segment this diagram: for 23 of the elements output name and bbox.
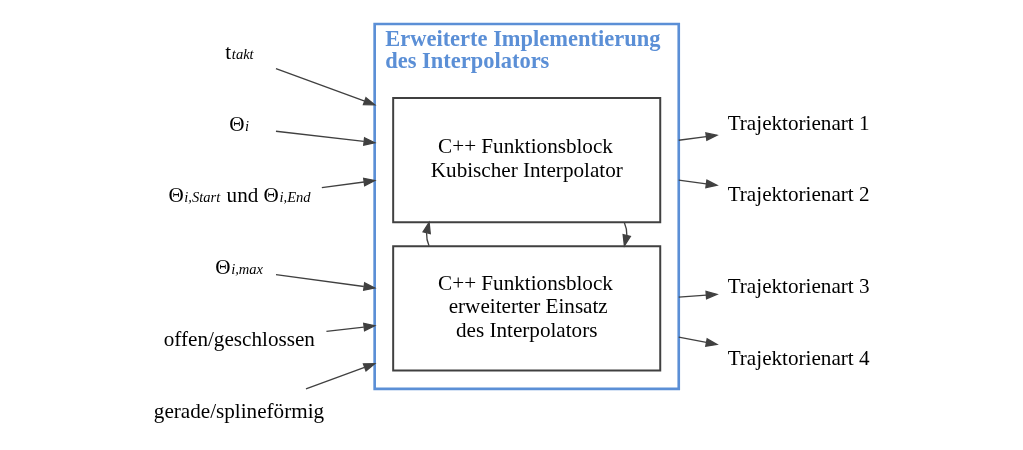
arrow [305, 363, 377, 390]
arrow [321, 177, 377, 189]
node-text: Trajektorienart 1 [727, 110, 870, 135]
node-text: ttakt [225, 40, 254, 65]
node-text: Θi [229, 111, 250, 136]
arrow [275, 130, 377, 146]
node-text: gerade/splineförmig [153, 398, 325, 423]
node-text: Θi,Start und Θi,End [168, 183, 311, 208]
arrow [422, 220, 431, 247]
node-text: Trajektorienart 3 [727, 274, 870, 299]
node-box: C++ Funktionsblock erweiterter Einsatz des Interpolators [392, 245, 662, 372]
arrow [678, 179, 719, 189]
arrow [678, 132, 719, 142]
arrow [678, 336, 719, 347]
arrow [275, 67, 377, 106]
arrow [275, 274, 377, 292]
arrow [325, 322, 377, 333]
node-text: Trajektorienart 2 [727, 181, 870, 206]
node-text: Θi,max [215, 254, 264, 279]
node-box: C++ Funktionsblock Kubischer Interpolator [392, 97, 662, 224]
arrow [678, 290, 719, 300]
node-text: offen/geschlossen [163, 327, 315, 352]
node-text: Trajektorienart 4 [727, 345, 870, 370]
